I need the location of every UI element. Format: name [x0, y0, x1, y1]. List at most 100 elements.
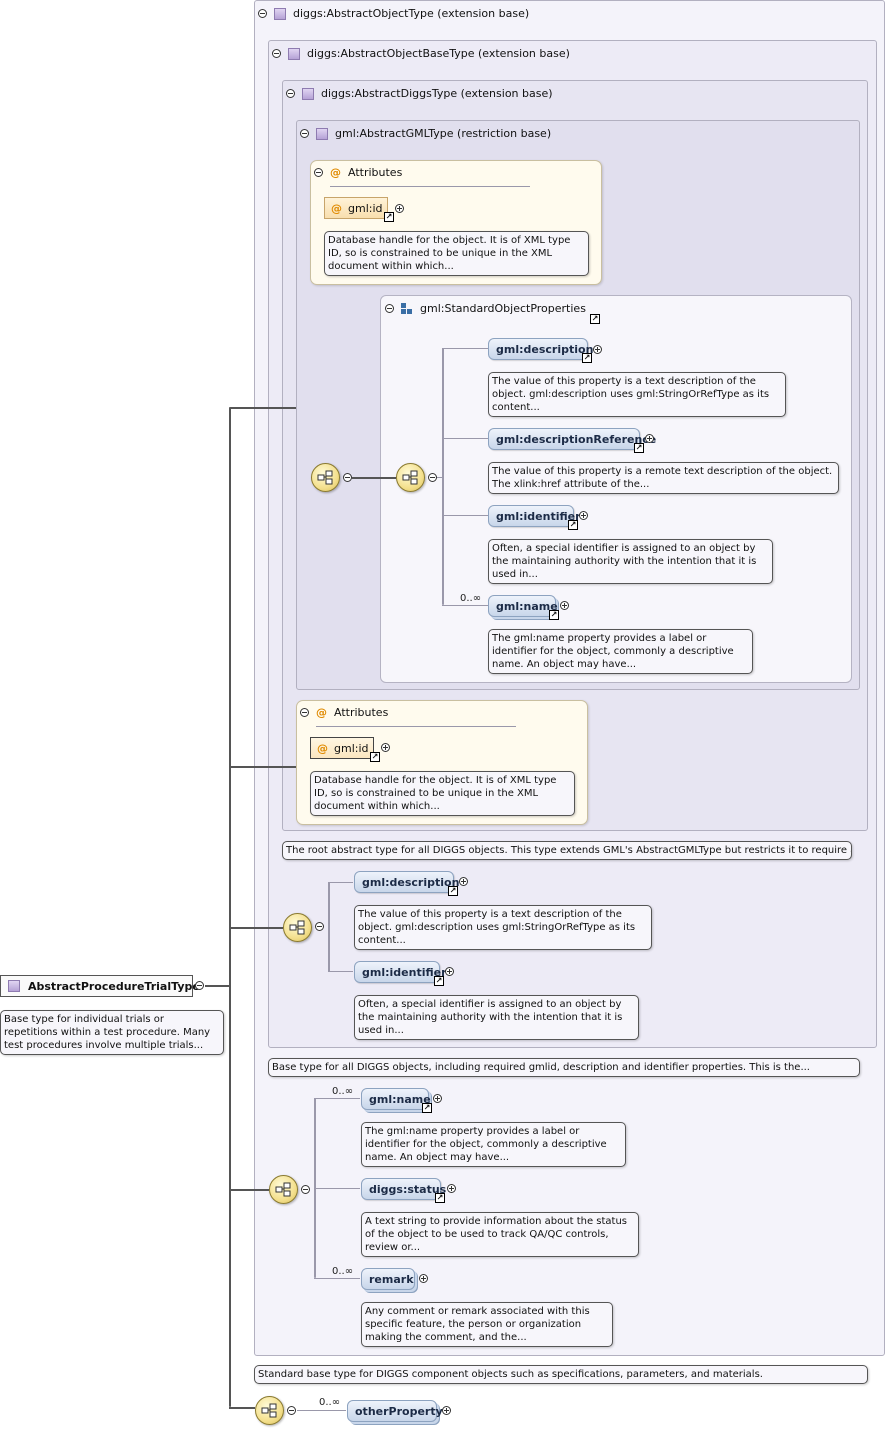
complex-type-icon: [288, 47, 300, 60]
attribute-icon: @: [330, 166, 341, 179]
connector: [314, 1188, 360, 1189]
collapse-icon[interactable]: [258, 9, 267, 18]
expand-icon[interactable]: [645, 434, 654, 443]
connector: [229, 407, 296, 409]
base-type-label: gml:AbstractGMLType (restriction base): [335, 127, 552, 140]
base-type-label: diggs:AbstractDiggsType (extension base): [321, 87, 553, 100]
link-arrow-icon[interactable]: ↗: [634, 443, 644, 453]
connector: [328, 971, 353, 972]
complex-type-icon: [302, 87, 314, 100]
other-property-element[interactable]: otherProperty: [347, 1400, 443, 1422]
gml-description-doc: The value of this property is a text des…: [354, 905, 652, 950]
remark-element[interactable]: remark: [361, 1268, 415, 1290]
connector: [328, 882, 330, 972]
gml-description-reference-doc: The value of this property is a remote t…: [488, 462, 839, 494]
expand-icon[interactable]: [381, 743, 390, 752]
connector: [442, 348, 444, 605]
gml-id-attribute[interactable]: @ gml:id: [324, 197, 388, 219]
gml-id-doc: Database handle for the object. It is of…: [310, 771, 575, 816]
collapse-icon[interactable]: [428, 473, 437, 482]
cardinality-label: 0..∞: [332, 1266, 354, 1277]
gml-description-element[interactable]: gml:description: [354, 871, 459, 893]
collapse-icon[interactable]: [287, 1406, 296, 1415]
connector: [229, 1407, 255, 1409]
link-arrow-icon[interactable]: ↗: [422, 1103, 432, 1113]
abstract-diggs-type-doc: The root abstract type for all DIGGS obj…: [282, 841, 852, 860]
group-icon: [401, 302, 413, 315]
expand-icon[interactable]: [419, 1274, 428, 1283]
expand-icon[interactable]: [560, 601, 569, 610]
expand-icon[interactable]: [447, 1184, 456, 1193]
attributes-label: Attributes: [334, 706, 389, 719]
group-label: gml:StandardObjectProperties: [420, 302, 586, 315]
link-arrow-icon[interactable]: ↗: [590, 314, 600, 324]
collapse-icon[interactable]: [315, 922, 324, 931]
expand-icon[interactable]: [459, 877, 468, 886]
connector: [314, 1278, 360, 1279]
gml-name-element[interactable]: gml:name: [361, 1088, 431, 1110]
link-arrow-icon[interactable]: ↗: [435, 1193, 445, 1203]
expand-icon[interactable]: [433, 1094, 442, 1103]
standard-object-properties-header: gml:StandardObjectProperties: [385, 302, 586, 315]
gml-description-doc: The value of this property is a text des…: [488, 372, 786, 417]
gml-identifier-element[interactable]: gml:identifier: [354, 961, 447, 983]
root-type[interactable]: AbstractProcedureTrialType: [0, 975, 200, 997]
diggs-status-doc: A text string to provide information abo…: [361, 1212, 639, 1257]
attribute-name: gml:id: [334, 741, 369, 755]
gml-attributes-header: @ Attributes: [314, 166, 402, 179]
sequence-icon[interactable]: [255, 1396, 284, 1425]
collapse-icon[interactable]: [272, 49, 281, 58]
diggs-status-element[interactable]: diggs:status: [361, 1178, 446, 1200]
gml-id-attribute[interactable]: @ gml:id: [310, 737, 374, 759]
gml-description-reference-element[interactable]: gml:descriptionReference: [488, 428, 656, 450]
connector: [297, 1410, 346, 1411]
collapse-icon[interactable]: [301, 1185, 310, 1194]
expand-icon[interactable]: [445, 967, 454, 976]
collapse-icon[interactable]: [300, 708, 309, 717]
expand-icon[interactable]: [395, 204, 404, 213]
sequence-icon[interactable]: [283, 913, 312, 942]
gml-name-doc: The gml:name property provides a label o…: [488, 629, 753, 674]
collapse-icon[interactable]: [195, 981, 204, 990]
connector: [229, 1189, 269, 1191]
expand-icon[interactable]: [442, 1406, 451, 1415]
attribute-icon: @: [317, 741, 328, 755]
connector: [442, 605, 488, 606]
gml-description-element[interactable]: gml:description: [488, 338, 593, 360]
expand-icon[interactable]: [579, 511, 588, 520]
link-arrow-icon[interactable]: ↗: [582, 353, 592, 363]
cardinality-label: 0..∞: [332, 1086, 354, 1097]
collapse-icon[interactable]: [314, 168, 323, 177]
connector: [314, 1098, 360, 1099]
sequence-icon[interactable]: [396, 463, 425, 492]
abstract-object-type-doc: Standard base type for DIGGS component o…: [254, 1365, 868, 1384]
base-type-label: diggs:AbstractObjectType (extension base…: [293, 7, 530, 20]
link-arrow-icon[interactable]: ↗: [434, 976, 444, 986]
connector: [205, 985, 230, 987]
root-type-name: AbstractProcedureTrialType: [28, 979, 200, 993]
collapse-icon[interactable]: [385, 304, 394, 313]
abstract-object-base-type-header: diggs:AbstractObjectBaseType (extension …: [272, 47, 570, 60]
connector: [442, 438, 488, 439]
link-arrow-icon[interactable]: ↗: [549, 610, 559, 620]
diggs-attributes-header: @ Attributes: [300, 706, 388, 719]
collapse-icon[interactable]: [286, 89, 295, 98]
gml-name-element[interactable]: gml:name: [488, 595, 558, 617]
collapse-icon[interactable]: [343, 473, 352, 482]
abstract-gml-type-header: gml:AbstractGMLType (restriction base): [300, 127, 551, 140]
sequence-icon[interactable]: [311, 463, 340, 492]
gml-identifier-element[interactable]: gml:identifier: [488, 505, 581, 527]
attribute-name: gml:id: [348, 201, 383, 215]
remark-doc: Any comment or remark associated with th…: [361, 1302, 613, 1347]
link-arrow-icon[interactable]: ↗: [568, 520, 578, 530]
expand-icon[interactable]: [593, 345, 602, 354]
cardinality-label: 0..∞: [319, 1397, 341, 1408]
link-arrow-icon[interactable]: ↗: [370, 752, 380, 762]
connector: [328, 882, 353, 883]
attribute-icon: @: [316, 706, 327, 719]
link-arrow-icon[interactable]: ↗: [384, 212, 394, 222]
sequence-icon[interactable]: [269, 1175, 298, 1204]
connector: [229, 766, 296, 768]
link-arrow-icon[interactable]: ↗: [448, 886, 458, 896]
collapse-icon[interactable]: [300, 129, 309, 138]
